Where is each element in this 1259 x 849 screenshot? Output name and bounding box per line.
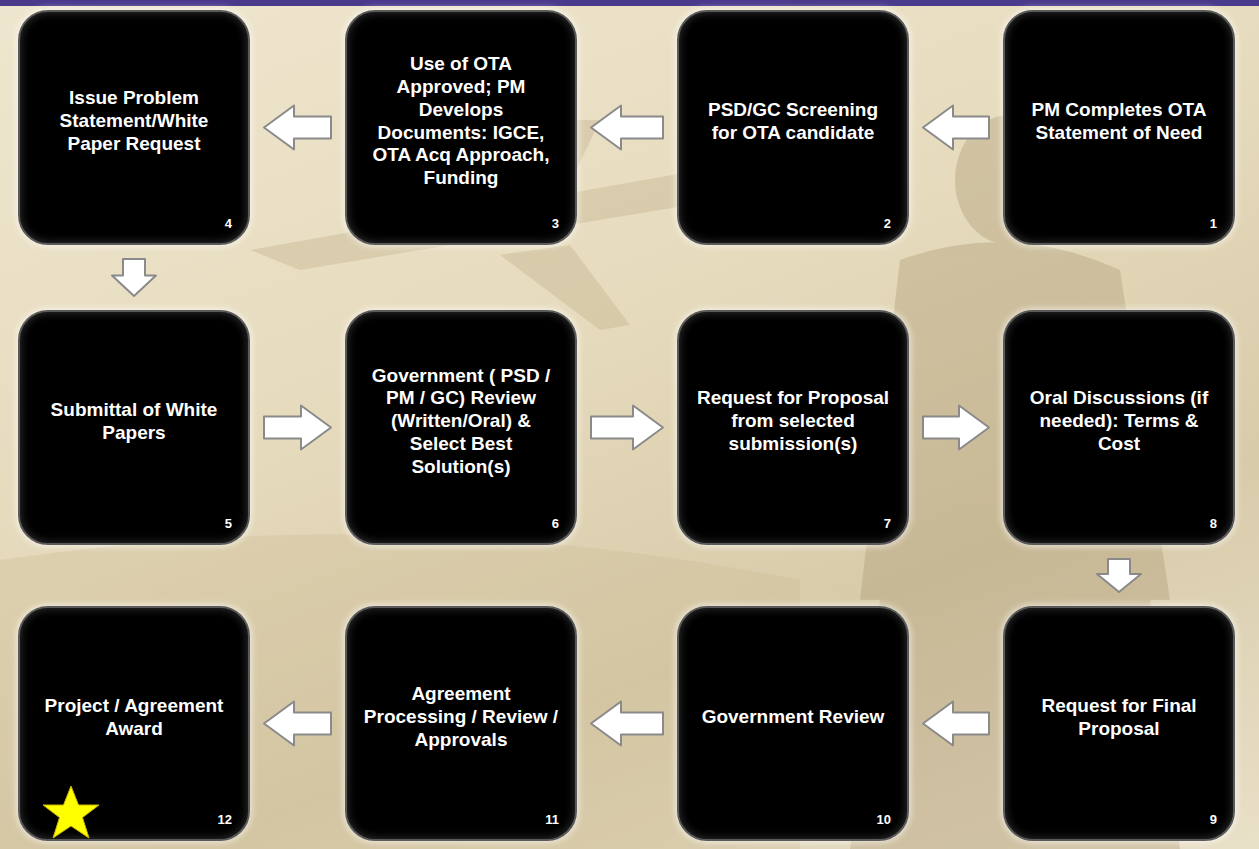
step-number: 10 <box>877 812 891 827</box>
top-bar <box>0 0 1259 6</box>
step-number: 1 <box>1210 216 1217 231</box>
step-number: 2 <box>884 216 891 231</box>
block-arrow <box>591 702 663 746</box>
block-arrow <box>264 702 331 746</box>
block-arrow <box>591 106 663 150</box>
arrow-shape <box>923 406 989 450</box>
process-box: Agreement Processing / Review / Approval… <box>345 606 577 841</box>
process-box: Government Review 10 <box>677 606 909 841</box>
star-icon <box>40 784 102 842</box>
step-label: Request for Proposal from selected submi… <box>695 387 891 455</box>
process-box: PM Completes OTA Statement of Need 1 <box>1003 10 1235 245</box>
step-number: 11 <box>545 812 559 827</box>
arrow-shape <box>264 106 331 150</box>
step-label: PM Completes OTA Statement of Need <box>1021 99 1217 145</box>
arrow-shape <box>264 406 331 450</box>
step-number: 12 <box>218 812 232 827</box>
block-arrow <box>923 406 989 450</box>
step-label: PSD/GC Screening for OTA candidate <box>695 99 891 145</box>
block-arrow <box>264 106 331 150</box>
block-arrow <box>591 406 663 450</box>
step-label: Use of OTA Approved; PM Develops Documen… <box>363 53 559 190</box>
step-number: 7 <box>884 516 891 531</box>
arrow-shape <box>923 106 989 150</box>
block-arrow <box>923 702 989 746</box>
step-number: 9 <box>1210 812 1217 827</box>
step-number: 6 <box>552 516 559 531</box>
process-box: Request for Proposal from selected submi… <box>677 310 909 545</box>
step-label: Request for Final Proposal <box>1021 695 1217 741</box>
process-box: Request for Final Proposal 9 <box>1003 606 1235 841</box>
process-box: Submittal of White Papers 5 <box>18 310 250 545</box>
block-arrow <box>264 406 331 450</box>
arrow-shape <box>923 702 989 746</box>
arrow-shape <box>591 702 663 746</box>
step-label: Oral Discussions (if needed): Terms & Co… <box>1021 387 1217 455</box>
arrow-shape <box>1097 559 1141 592</box>
step-label: Agreement Processing / Review / Approval… <box>363 683 559 751</box>
step-label: Issue Problem Statement/White Paper Requ… <box>36 87 232 155</box>
step-number: 3 <box>552 216 559 231</box>
arrow-shape <box>112 259 156 296</box>
block-arrow <box>923 106 989 150</box>
arrow-shape <box>264 702 331 746</box>
process-box: Government ( PSD / PM / GC) Review (Writ… <box>345 310 577 545</box>
step-label: Government ( PSD / PM / GC) Review (Writ… <box>363 365 559 479</box>
process-box: Use of OTA Approved; PM Develops Documen… <box>345 10 577 245</box>
block-arrow <box>112 259 156 296</box>
process-box: PSD/GC Screening for OTA candidate 2 <box>677 10 909 245</box>
block-arrow <box>1097 559 1141 592</box>
step-number: 5 <box>225 516 232 531</box>
step-number: 4 <box>225 216 232 231</box>
step-label: Government Review <box>702 706 885 729</box>
process-box: Oral Discussions (if needed): Terms & Co… <box>1003 310 1235 545</box>
arrow-shape <box>591 406 663 450</box>
process-box: Issue Problem Statement/White Paper Requ… <box>18 10 250 245</box>
step-label: Project / Agreement Award <box>36 695 232 741</box>
step-label: Submittal of White Papers <box>36 399 232 445</box>
step-number: 8 <box>1210 516 1217 531</box>
arrow-shape <box>591 106 663 150</box>
